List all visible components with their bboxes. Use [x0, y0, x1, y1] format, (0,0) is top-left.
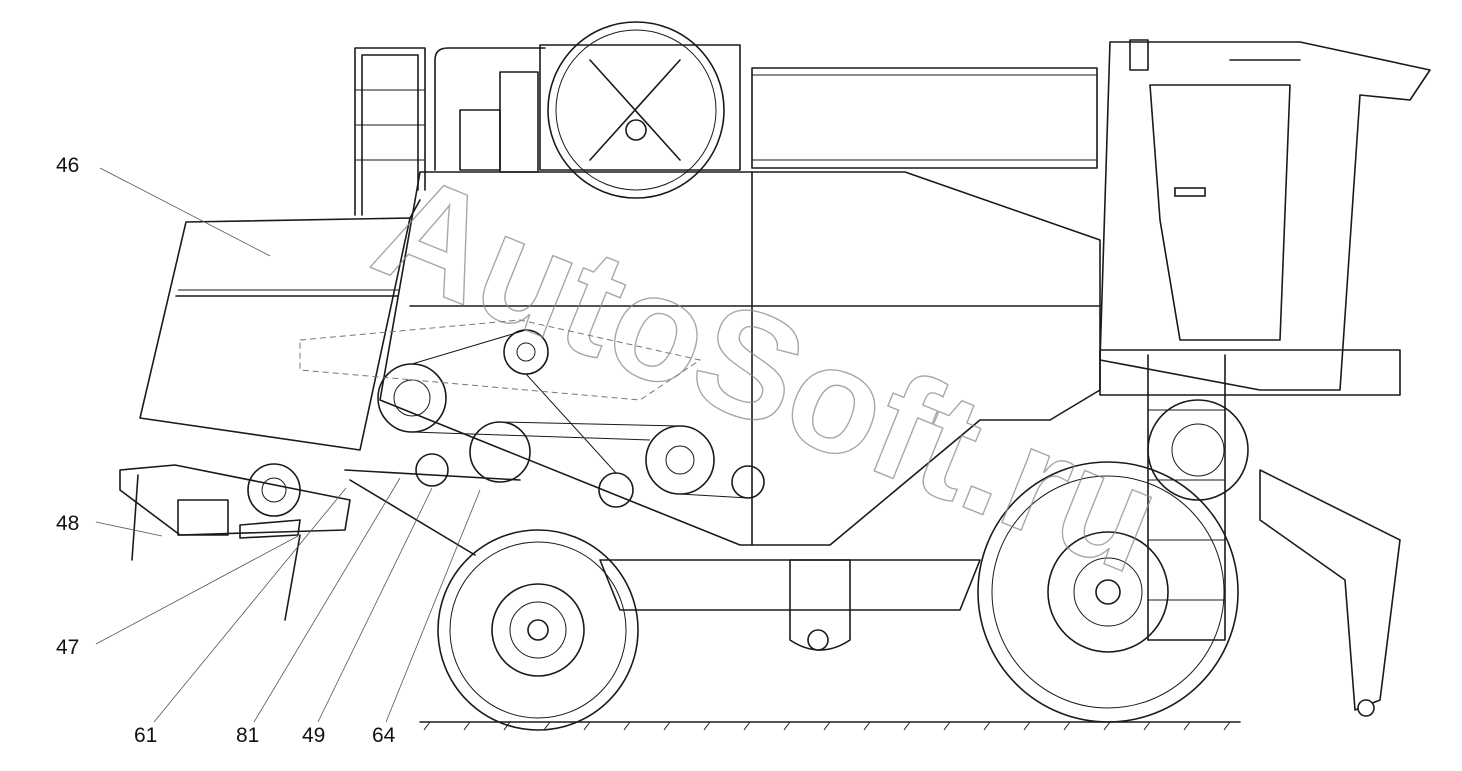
callout-48: 48 [56, 512, 79, 535]
callout-49: 49 [302, 724, 325, 747]
drive-pulleys [247, 329, 1249, 517]
watermark: AutoSoft.ru [354, 139, 1183, 605]
watermark-text: AutoSoft.ru [355, 140, 1183, 605]
callout-47: 47 [56, 636, 79, 659]
header-feeder-housing [139, 199, 421, 451]
hidden-outline [299, 319, 702, 401]
rear-axle-hitch [599, 469, 1401, 717]
engine-fan-compartment [459, 21, 741, 199]
callout-61: 61 [134, 724, 157, 747]
reel-lift-assembly [119, 464, 351, 621]
leader-lines [95, 167, 481, 723]
front-wheel [437, 529, 639, 731]
callout-64: 64 [372, 724, 396, 747]
callout-labels: 46 48 47 61 81 49 64 [56, 154, 396, 747]
grain-tank [751, 67, 1098, 169]
rear-wheel [977, 461, 1239, 723]
feeder-frame [344, 469, 521, 556]
railing-ladder [354, 47, 546, 216]
main-body [379, 171, 1101, 546]
callout-81: 81 [236, 724, 259, 747]
callout-46: 46 [56, 154, 79, 177]
ground-line [419, 721, 1241, 731]
operator-cab [1099, 39, 1431, 396]
